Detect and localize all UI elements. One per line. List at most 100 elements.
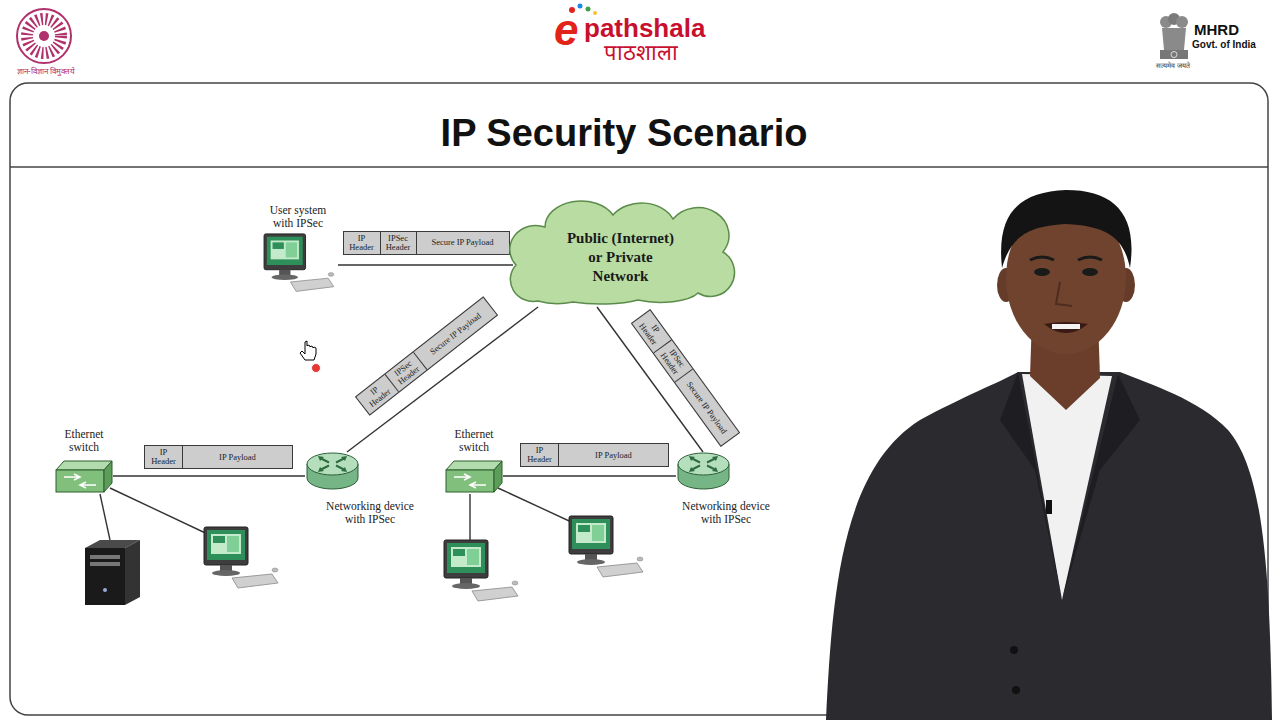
lan-wire bbox=[469, 494, 470, 543]
logo-letter-box: e bbox=[554, 8, 578, 52]
device-label: Ethernet switch bbox=[445, 428, 503, 454]
presenter-figure bbox=[826, 190, 1272, 720]
presenter-figure bbox=[1062, 374, 1140, 600]
ipsec-router: Networking device with IPSec bbox=[305, 452, 420, 526]
packet-field: IP Payload bbox=[183, 446, 292, 468]
presenter-figure bbox=[1000, 372, 1062, 600]
ministry-subtitle-box: Govt. of India bbox=[1192, 39, 1256, 51]
computer-icon bbox=[264, 234, 334, 292]
presenter-figure bbox=[1052, 324, 1080, 329]
ip-packet: IP Header IP Payload bbox=[144, 445, 293, 469]
router-icon bbox=[305, 452, 360, 492]
presenter-figure bbox=[1010, 646, 1018, 654]
packet-field-label: IPSec Header bbox=[383, 234, 414, 252]
national-emblem bbox=[1162, 28, 1186, 50]
switch-icon bbox=[56, 470, 104, 492]
ip-packet: IP Header IPSec Header Secure IP Payload bbox=[343, 231, 510, 255]
mouse-cursor bbox=[300, 341, 321, 373]
desktop-tower bbox=[90, 555, 120, 559]
presenter-figure bbox=[826, 372, 1272, 720]
packet-field-label: IP Payload bbox=[561, 451, 666, 460]
emblem-motto-box: सत्यमेव जयते bbox=[1156, 62, 1190, 71]
device-label: User system with IPSec bbox=[262, 204, 334, 230]
packet-field: IP Header bbox=[521, 444, 559, 466]
desktop-tower bbox=[125, 540, 140, 605]
presenter-figure bbox=[1030, 257, 1054, 260]
router-icon bbox=[712, 456, 718, 461]
presenter-figure bbox=[1034, 268, 1050, 276]
lan-wire bbox=[498, 488, 580, 526]
ipsec-router: Networking device with IPSec bbox=[676, 452, 776, 526]
national-emblem bbox=[1160, 13, 1188, 59]
router-icon bbox=[320, 458, 345, 470]
computer-icon bbox=[569, 516, 643, 577]
user-system: User system with IPSec bbox=[258, 204, 338, 298]
logo-wordmark: pathshala bbox=[584, 14, 705, 42]
ugc-logo bbox=[39, 31, 49, 41]
switch-icon bbox=[454, 474, 486, 488]
computer-icon bbox=[444, 540, 518, 601]
router-icon bbox=[689, 456, 695, 461]
packet-field-label: IP Header bbox=[346, 234, 378, 252]
switch-icon bbox=[494, 461, 502, 492]
computer-icon bbox=[258, 232, 338, 298]
router-icon bbox=[712, 467, 718, 472]
device-label: Networking device with IPSec bbox=[320, 500, 420, 526]
logo-wordmark-hindi: पाठशाला bbox=[604, 41, 678, 65]
router-icon bbox=[341, 467, 347, 472]
ministry-subtitle: Govt. of India bbox=[1192, 39, 1256, 51]
network-cloud: Public (Internet) or Private Network bbox=[513, 207, 728, 307]
cloud-text-area: Public (Internet) or Private Network bbox=[513, 207, 728, 307]
presenter-figure bbox=[1046, 500, 1052, 514]
packet-field-label: IP Payload bbox=[185, 453, 290, 462]
logo-wordmark-box: pathshala bbox=[584, 14, 705, 42]
lan-wire bbox=[100, 494, 110, 540]
epathshala-logo-art bbox=[586, 7, 591, 12]
ministry-name-box: MHRD bbox=[1194, 21, 1239, 38]
router-icon bbox=[689, 467, 695, 472]
packet-field-label: Secure IP Payload bbox=[419, 238, 507, 247]
presenter-figure bbox=[1012, 686, 1020, 694]
desktop-tower bbox=[85, 548, 125, 605]
presenter-figure bbox=[1056, 282, 1072, 306]
packet-field: IP Header bbox=[344, 232, 381, 254]
logo-motto: ज्ञान-विज्ञान विमुक्तये bbox=[6, 67, 86, 77]
packet-field: IP Header bbox=[145, 446, 183, 468]
title-box: IP Security Scenario bbox=[0, 110, 1248, 156]
slide-title: IP Security Scenario bbox=[0, 110, 1248, 156]
cloud-shape bbox=[510, 201, 735, 304]
router-icon bbox=[341, 456, 347, 461]
presenter-figure bbox=[1082, 268, 1098, 276]
emblem-motto: सत्यमेव जयते bbox=[1156, 62, 1190, 71]
desktop-tower bbox=[103, 588, 107, 592]
packet-field: IPSec Header bbox=[381, 232, 417, 254]
ip-packet: IP Header IP Payload bbox=[520, 443, 669, 467]
switch-icon bbox=[56, 461, 112, 470]
connector-line bbox=[113, 475, 305, 476]
router-icon bbox=[307, 453, 358, 475]
mouse-cursor bbox=[300, 341, 316, 360]
switch-icon bbox=[56, 458, 112, 494]
lan-wire bbox=[100, 488, 580, 543]
packet-field-label: IP Header bbox=[523, 446, 556, 464]
national-emblem bbox=[1176, 16, 1188, 28]
packet-field-label: IP Header bbox=[147, 448, 180, 466]
national-emblem bbox=[1171, 52, 1177, 58]
switch-icon bbox=[446, 470, 494, 492]
presenter-figure bbox=[1001, 190, 1131, 268]
ugc-logo bbox=[27, 19, 61, 53]
logo-letter: e bbox=[554, 8, 578, 52]
connector-line bbox=[338, 264, 513, 265]
router-icon bbox=[318, 456, 324, 461]
switch-icon bbox=[446, 458, 502, 494]
router-icon bbox=[318, 467, 324, 472]
computer-icon bbox=[204, 527, 278, 588]
router-icon bbox=[691, 458, 716, 470]
cloud-label: Public (Internet) or Private Network bbox=[562, 229, 680, 286]
ministry-name: MHRD bbox=[1194, 21, 1239, 38]
national-emblem bbox=[1160, 50, 1188, 59]
device-label: Networking device with IPSec bbox=[676, 500, 776, 526]
ugc-logo bbox=[17, 9, 71, 63]
